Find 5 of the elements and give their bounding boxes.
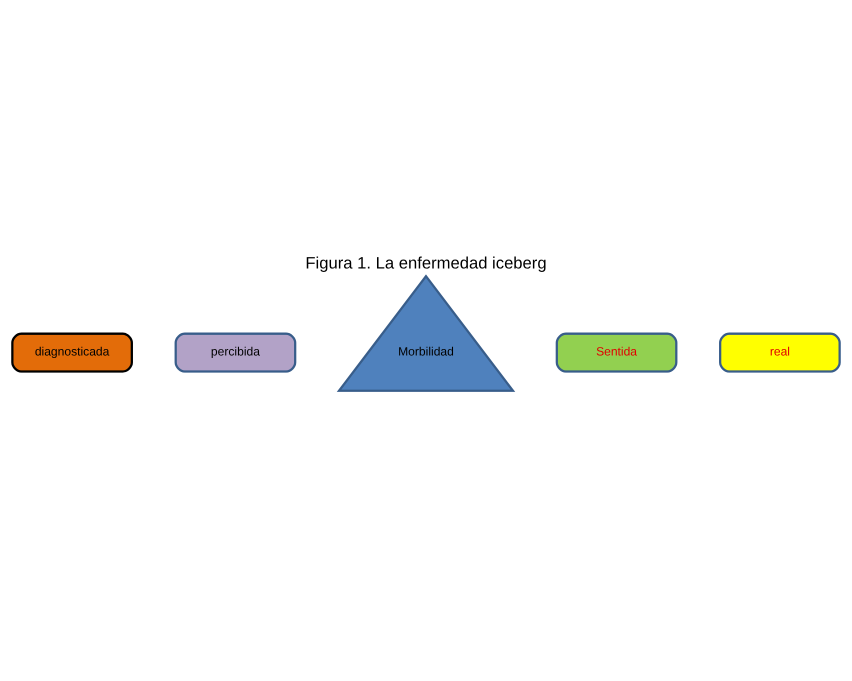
node-box: diagnosticada	[11, 332, 133, 373]
diagram-title: Figura 1. La enfermedad iceberg	[305, 253, 547, 272]
node-box: percibida	[174, 332, 296, 373]
node-box: Sentida	[556, 332, 678, 373]
node-box: real	[719, 332, 841, 373]
